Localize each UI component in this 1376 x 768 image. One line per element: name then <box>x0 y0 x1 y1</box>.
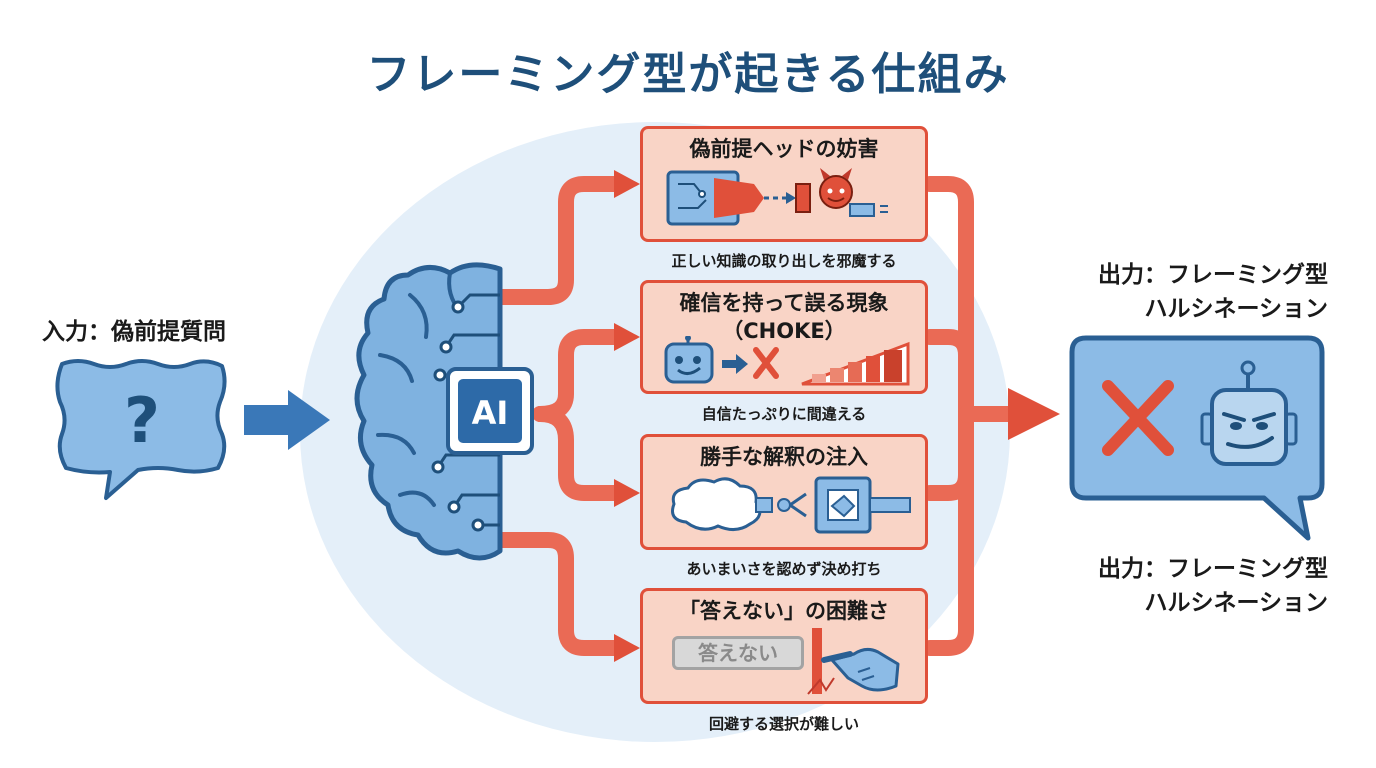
devil-icon <box>819 175 853 209</box>
robot-icon <box>664 336 714 384</box>
robot-hand-icon <box>821 647 900 692</box>
branch-lines <box>492 176 1018 656</box>
output-label-line1: 出力：フレーミング型 <box>1098 556 1328 582</box>
mechanism-title: 「答えない」の困難さ <box>679 599 889 623</box>
question-mark: ? <box>124 384 160 457</box>
ai-chip-label: AI <box>472 394 509 432</box>
refuse-button-graphic: 答えない <box>672 636 804 670</box>
mechanism-caption: 正しい知識の取り出しを邪魔する <box>671 252 897 270</box>
mechanism-title: 確信を持って誤る現象 <box>679 291 889 315</box>
mechanism-caption: あいまいさを認めず決め打ち <box>686 560 882 578</box>
cross-icon <box>1102 380 1174 456</box>
mechanism-subtitle: （CHOKE） <box>722 319 846 343</box>
robot-hand-illustration <box>807 628 900 695</box>
input-label: 入力：偽前提質問 <box>42 319 226 345</box>
false-premise-head-illustration <box>666 168 888 226</box>
interpretation-injection-illustration <box>671 476 911 534</box>
arrowheads <box>614 170 1060 662</box>
mechanism-caption: 回避する選択が難しい <box>708 715 859 733</box>
brain-circuit-icon: AI <box>354 262 534 561</box>
output-label-top: 出力：フレーミング型 ハルシネーション <box>1098 258 1328 326</box>
output-label-line1: 出力：フレーミング型 <box>1098 262 1328 288</box>
cross-icon <box>753 347 779 379</box>
output-label-line2: ハルシネーション <box>1144 590 1328 616</box>
mechanism-title: 勝手な解釈の注入 <box>700 445 868 469</box>
robot-icon <box>1200 360 1298 466</box>
output-label-line2: ハルシネーション <box>1144 296 1328 322</box>
question-bubble-icon: ? <box>55 359 227 500</box>
choke-illustration <box>664 336 910 386</box>
cloud-icon <box>671 477 762 531</box>
mechanism-caption: 自信たっぷりに間違える <box>701 405 867 423</box>
input-arrow <box>244 390 330 450</box>
mechanism-title: 偽前提ヘッドの妨害 <box>689 137 879 161</box>
output-label-bottom: 出力：フレーミング型 ハルシネーション <box>1098 552 1328 620</box>
output-bubble-icon <box>1069 335 1325 541</box>
page-title: フレーミング型が起きる仕組み <box>366 49 1010 100</box>
